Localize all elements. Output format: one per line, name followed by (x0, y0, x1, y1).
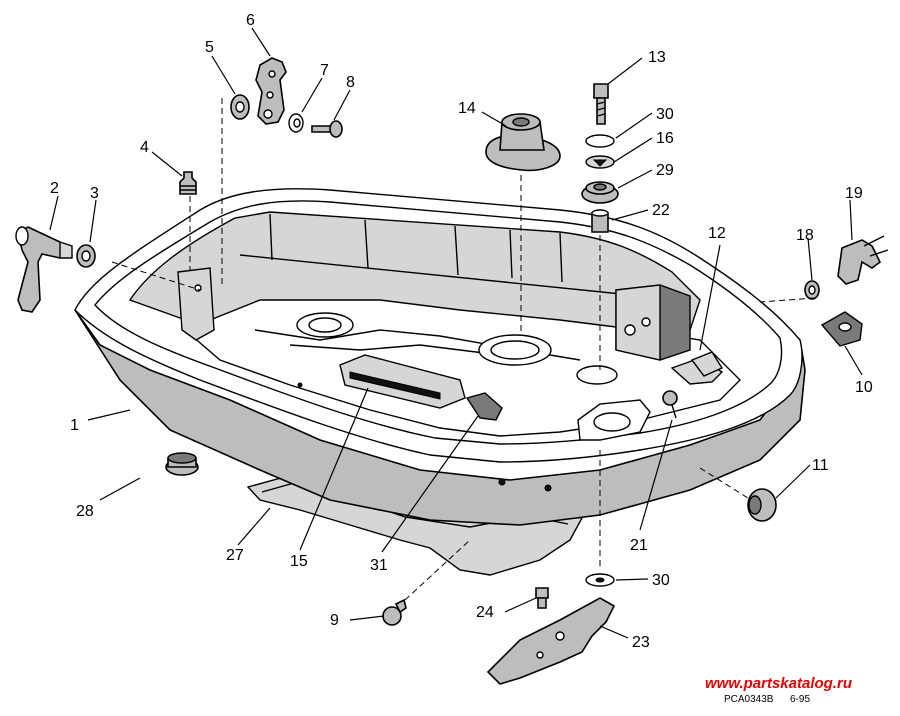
latch-part-6 (255, 57, 287, 125)
callout-5: 5 (205, 39, 214, 56)
callout-11: 11 (812, 457, 829, 474)
callout-31: 31 (370, 557, 388, 574)
callout-13: 13 (648, 49, 666, 66)
callout-18: 18 (796, 227, 814, 244)
bracket-part-12 (690, 351, 724, 377)
callout-14: 14 (458, 100, 476, 117)
fitting-part-19 (837, 235, 889, 285)
callout-15: 15 (290, 553, 308, 570)
callout-22: 22 (652, 202, 670, 219)
grommet-part-28 (165, 452, 199, 476)
washer-part-5 (230, 94, 250, 120)
callout-8: 8 (346, 74, 355, 91)
callout-9: 9 (330, 612, 339, 629)
grommet-part-29 (581, 181, 619, 204)
callout-4: 4 (140, 139, 149, 156)
callout-29: 29 (656, 162, 674, 179)
watermark-text: www.partskatalog.ru (705, 675, 852, 692)
bolt-part-24 (535, 587, 549, 609)
callout-1: 1 (70, 417, 79, 434)
plug-part-9 (382, 598, 407, 626)
grommet-part-11 (747, 488, 777, 522)
callout-10: 10 (855, 379, 873, 396)
washer-part-30-top (585, 134, 615, 148)
callout-numbers: 1 2 3 4 5 6 7 8 9 10 11 12 13 14 15 16 1… (50, 12, 873, 651)
washer-part-16 (585, 155, 615, 169)
callout-2: 2 (50, 180, 59, 197)
leader-lines (49, 27, 863, 639)
lever-part-2 (15, 226, 73, 313)
screw-part-8 (311, 120, 343, 138)
washer-part-7 (288, 113, 304, 133)
callout-6: 6 (246, 12, 255, 29)
washer-part-30-bottom (585, 573, 615, 587)
seal-pad-part-15 (339, 354, 466, 409)
callout-28: 28 (76, 503, 94, 520)
footer: www.partskatalog.ru PCA0343B 6-95 (705, 675, 852, 705)
callout-21: 21 (630, 537, 648, 554)
nut-part-3 (76, 244, 96, 268)
bolt-part-13 (593, 83, 609, 125)
callout-27: 27 (226, 547, 244, 564)
washer-part-18 (804, 280, 820, 300)
callout-30-top: 30 (656, 106, 674, 123)
grommet-part-14 (485, 113, 561, 172)
callout-3: 3 (90, 185, 99, 202)
screw-part-21 (662, 390, 678, 419)
callout-19: 19 (845, 185, 863, 202)
callout-7: 7 (320, 62, 329, 79)
callout-12: 12 (708, 225, 726, 242)
fitting-part-4 (179, 171, 197, 195)
spacer-part-22 (591, 209, 609, 233)
callout-30-bottom: 30 (652, 572, 670, 589)
grommet-part-10 (820, 311, 863, 347)
callout-24: 24 (476, 604, 494, 621)
clip-part-31 (465, 392, 503, 421)
date-code: 6-95 (790, 694, 810, 705)
bracket-part-23 (486, 597, 616, 685)
assembly-lines (111, 98, 816, 601)
callout-23: 23 (632, 634, 650, 651)
drawing-code: PCA0343B (724, 694, 774, 705)
lower-cowl-part-1 (74, 188, 806, 526)
callout-16: 16 (656, 130, 674, 147)
